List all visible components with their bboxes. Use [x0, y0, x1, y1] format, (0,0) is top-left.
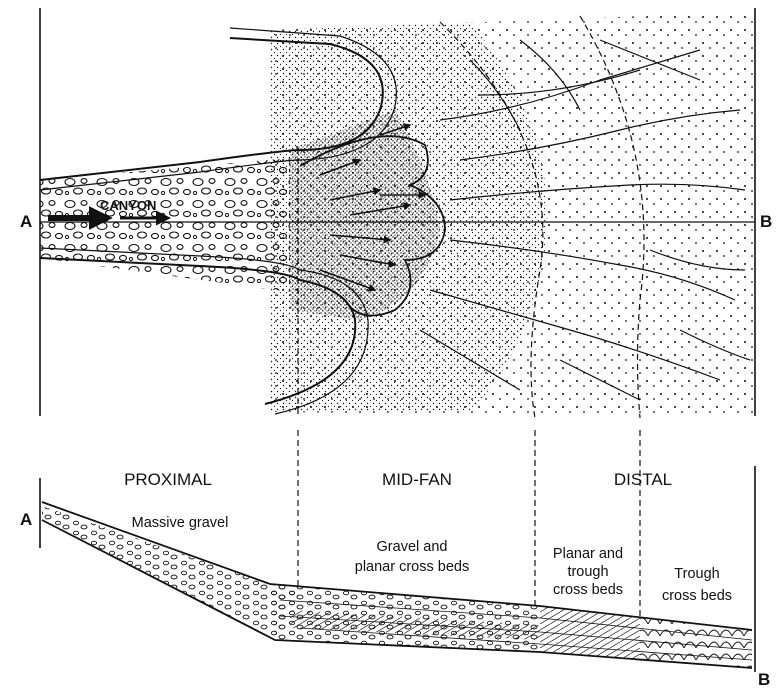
desc-trough-line2: cross beds: [662, 588, 732, 604]
zone-heading-midfan: MID-FAN: [382, 470, 452, 489]
desc-midfan-line1: Gravel and: [377, 539, 448, 555]
plan-view: A B CANYON: [20, 8, 772, 418]
desc-planar-trough-line2: trough: [567, 564, 608, 580]
canyon-label: CANYON: [100, 198, 156, 213]
desc-trough-line1: Trough: [674, 566, 719, 582]
desc-midfan-line2: planar cross beds: [355, 559, 469, 575]
section-label-b: B: [758, 670, 770, 689]
desc-proximal-line1: Massive gravel: [132, 515, 229, 531]
desc-planar-trough-line1: Planar and: [553, 546, 623, 562]
section-label-a: A: [20, 510, 32, 529]
canyon-gravel-fill: [40, 158, 290, 292]
zone-heading-proximal: PROXIMAL: [124, 470, 212, 489]
zone-heading-distal: DISTAL: [614, 470, 672, 489]
plan-label-b: B: [760, 212, 772, 231]
desc-planar-trough-line3: cross beds: [553, 582, 623, 598]
cross-section: A B PROXIMAL MID-FAN DISTAL Massive grav…: [20, 430, 770, 689]
plan-label-a: A: [20, 212, 32, 231]
